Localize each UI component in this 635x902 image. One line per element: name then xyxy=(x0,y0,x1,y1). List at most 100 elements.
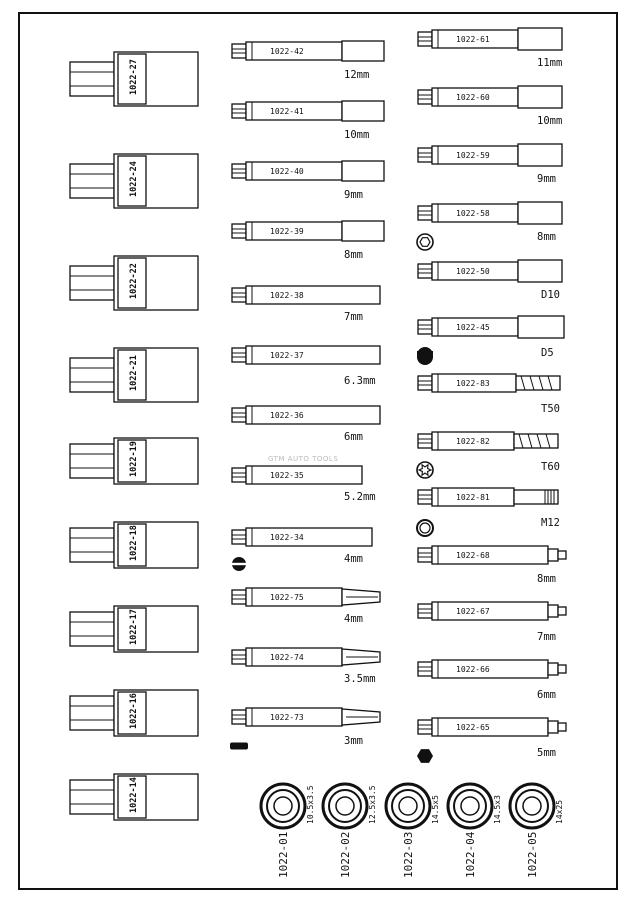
bit-size: 7mm xyxy=(537,631,556,643)
adapter-code: 1022-03 xyxy=(402,832,415,878)
bit-tip xyxy=(517,259,563,283)
bit-shank xyxy=(417,547,433,563)
bit-code: 1022-59 xyxy=(456,151,490,160)
bit-shank xyxy=(231,103,247,119)
bit-1022-35: 1022-35 5.2mm xyxy=(231,465,376,503)
bit-size: 9mm xyxy=(537,173,556,185)
bit-code: 1022-60 xyxy=(456,93,490,102)
bit-code: 1022-36 xyxy=(270,411,304,420)
socket-hex-end xyxy=(69,265,115,301)
bit-code: 1022-66 xyxy=(456,665,490,674)
socket-label-band xyxy=(117,155,147,207)
adapter-code: 1022-02 xyxy=(339,832,352,878)
bit-code: 1022-74 xyxy=(270,653,304,662)
bit-1022-37: 1022-37 6.3mm xyxy=(231,345,381,387)
bit-size: 7mm xyxy=(344,311,363,323)
bit-size: 4mm xyxy=(344,553,363,565)
bit-size: 8mm xyxy=(344,249,363,261)
adapter-bore xyxy=(460,796,480,816)
bit-size: 5.2mm xyxy=(344,491,376,503)
bit-size: 3.5mm xyxy=(344,673,376,685)
bit-code: 1022-68 xyxy=(456,551,490,560)
bit-shank xyxy=(231,589,247,605)
torx-star-icon xyxy=(416,461,434,479)
bit-shank xyxy=(417,489,433,505)
bit-tip xyxy=(341,220,385,242)
ring xyxy=(416,461,434,479)
adapter-bore xyxy=(398,796,418,816)
socket-code: 1022-14 xyxy=(129,777,139,813)
bit-code: 1022-45 xyxy=(456,323,490,332)
inner xyxy=(419,522,431,534)
bit-shank xyxy=(231,407,247,423)
bit-size: 6mm xyxy=(537,689,556,701)
bit-tip xyxy=(517,85,563,109)
bit-code: 1022-73 xyxy=(270,713,304,722)
torx-flute xyxy=(518,433,524,449)
socket-label-band xyxy=(117,775,147,819)
bit-code: 1022-35 xyxy=(270,471,304,480)
bit-code: 1022-82 xyxy=(456,437,490,446)
bit-shank xyxy=(231,223,247,239)
bit-shank xyxy=(231,649,247,665)
bit-size: 6.3mm xyxy=(344,375,376,387)
bit-tip xyxy=(341,160,385,182)
bit-size: 5mm xyxy=(537,747,556,759)
socket-code: 1022-27 xyxy=(129,59,139,95)
bit-code: 1022-75 xyxy=(270,593,304,602)
bit-step-end xyxy=(557,664,567,674)
bit-body xyxy=(245,465,363,485)
bit-shank xyxy=(417,375,433,391)
socket-1022-22: 1022-22 xyxy=(69,255,199,311)
bit-size: 11mm xyxy=(537,57,562,69)
bit-shank xyxy=(231,287,247,303)
spline-ring-icon xyxy=(416,519,434,537)
slot-line xyxy=(232,562,246,566)
bit-shank xyxy=(417,661,433,677)
socket-label-band xyxy=(117,257,147,309)
socket-hex-end xyxy=(69,527,115,563)
socket-hex-end xyxy=(69,695,115,731)
bit-shank xyxy=(417,147,433,163)
socket-1022-21: 1022-21 xyxy=(69,347,199,403)
adapter-1022-03: 14.5x5 1022-03 xyxy=(384,782,440,878)
bit-tip xyxy=(341,40,385,62)
adapter-row: 10.5x3.51022-0112.5x3.51022-0214.5x51022… xyxy=(259,782,564,878)
socket-1022-17: 1022-17 xyxy=(69,605,199,653)
flat-bar-icon xyxy=(230,742,248,750)
bit-size: 9mm xyxy=(344,189,363,201)
bit-tip xyxy=(517,201,563,225)
bit-code: 1022-37 xyxy=(270,351,304,360)
socket-label-band xyxy=(117,349,147,401)
bit-shank xyxy=(231,347,247,363)
bit-shank xyxy=(417,205,433,221)
hex xyxy=(419,237,431,247)
bit-code: 1022-67 xyxy=(456,607,490,616)
socket-1022-16: 1022-16 xyxy=(69,689,199,737)
socket-hex-end xyxy=(69,163,115,199)
torx-flute xyxy=(527,433,533,449)
bit-shank xyxy=(231,43,247,59)
torx-flute xyxy=(529,375,535,391)
adapter-code: 1022-01 xyxy=(277,832,290,878)
adapter-size: 14.5x5 xyxy=(431,795,440,824)
socket-label-band xyxy=(117,607,147,651)
bit-tip xyxy=(517,27,563,51)
adapter-code: 1022-04 xyxy=(464,831,477,878)
bit-body xyxy=(431,717,549,737)
bit-tip xyxy=(517,143,563,167)
torx-flute xyxy=(547,375,553,391)
bit-size: T60 xyxy=(541,461,560,473)
socket-hex-end xyxy=(69,779,115,815)
bit-body xyxy=(431,545,549,565)
socket-code: 1022-22 xyxy=(129,263,139,299)
torx-flute xyxy=(520,375,526,391)
